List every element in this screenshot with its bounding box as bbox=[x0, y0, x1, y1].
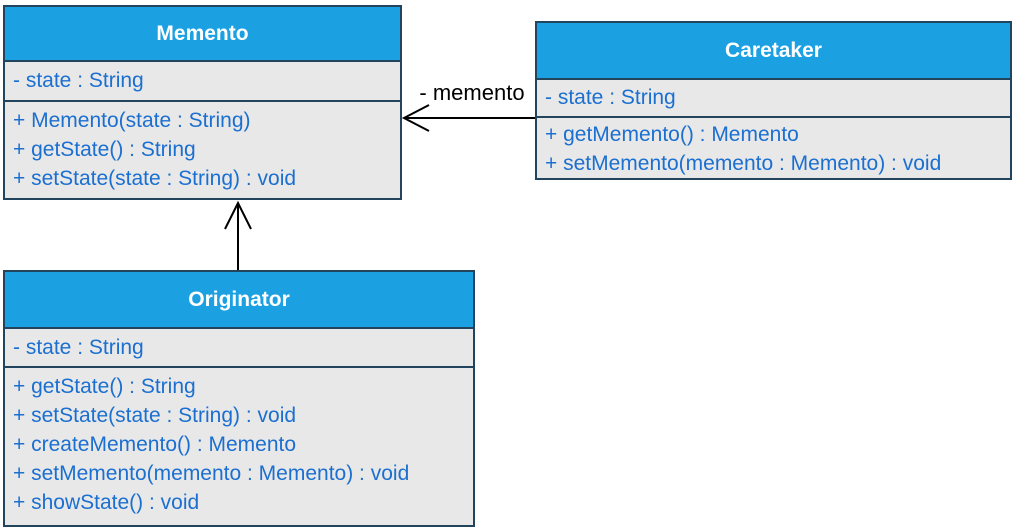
method-row: + setMemento(memento : Memento) : void bbox=[545, 152, 942, 175]
class-box-originator: Originator - state : String + getState()… bbox=[3, 270, 475, 527]
method-row: + getState() : String bbox=[13, 138, 196, 161]
attribute-row: - state : String bbox=[545, 86, 676, 109]
class-title-originator: Originator bbox=[5, 272, 473, 329]
class-box-caretaker: Caretaker - state : String + getMemento(… bbox=[535, 21, 1012, 180]
class-title-caretaker: Caretaker bbox=[537, 23, 1010, 80]
class-title-memento: Memento bbox=[5, 7, 400, 62]
methods-compartment-originator: + getState() : String + setState(state :… bbox=[5, 368, 473, 525]
method-row: + createMemento() : Memento bbox=[13, 433, 297, 456]
method-row: + setState(state : String) : void bbox=[13, 404, 297, 427]
methods-compartment-caretaker: + getMemento() : Memento + setMemento(me… bbox=[537, 118, 1010, 178]
class-box-memento: Memento - state : String + Memento(state… bbox=[3, 5, 402, 200]
method-row: + showState() : void bbox=[13, 491, 200, 514]
open-arrowhead-up-icon bbox=[224, 200, 252, 230]
method-row: + setState(state : String) : void bbox=[13, 167, 297, 190]
method-row: + getMemento() : Memento bbox=[545, 123, 799, 146]
open-arrowhead-left-icon bbox=[401, 104, 430, 132]
association-caretaker-to-memento bbox=[401, 104, 535, 132]
method-row: + setMemento(memento : Memento) : void bbox=[13, 462, 410, 485]
methods-compartment-memento: + Memento(state : String) + getState() :… bbox=[5, 102, 400, 198]
method-row: + getState() : String bbox=[13, 375, 196, 398]
association-role-label-memento: - memento bbox=[419, 80, 525, 105]
association-originator-to-memento bbox=[224, 200, 252, 270]
attribute-row: - state : String bbox=[13, 335, 144, 359]
method-row: + Memento(state : String) bbox=[13, 109, 251, 132]
attribute-row: - state : String bbox=[13, 69, 144, 92]
